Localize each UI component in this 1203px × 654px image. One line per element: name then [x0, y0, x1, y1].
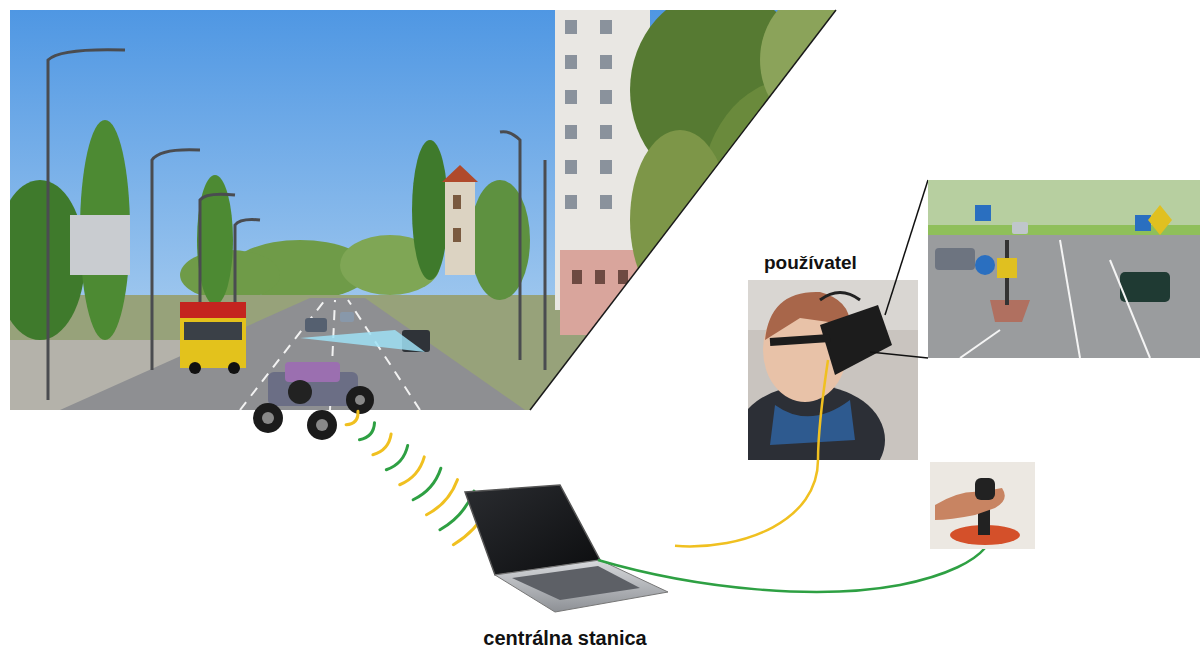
rc-car [253, 362, 374, 440]
radio-wave [359, 423, 374, 440]
radio-waves [346, 411, 491, 545]
station-node: centrálna stanica [455, 478, 675, 652]
cable-connector [675, 460, 818, 546]
radio-wave [346, 411, 358, 425]
radio-wave [400, 457, 425, 485]
user-node: používatel [748, 250, 918, 460]
view-lines [870, 180, 928, 358]
radio-wave [373, 434, 391, 455]
joystick-photo [930, 462, 1035, 549]
inset-view [928, 180, 1200, 358]
node-label: centrálna stanica [483, 626, 646, 650]
node-label: používatel [764, 252, 857, 275]
headset-cable [818, 360, 828, 460]
radio-wave [413, 468, 441, 500]
joystick-cable [598, 548, 985, 592]
user-photo [748, 280, 918, 460]
radio-wave [386, 445, 407, 469]
laptop [465, 485, 668, 612]
radio-wave [427, 480, 458, 515]
